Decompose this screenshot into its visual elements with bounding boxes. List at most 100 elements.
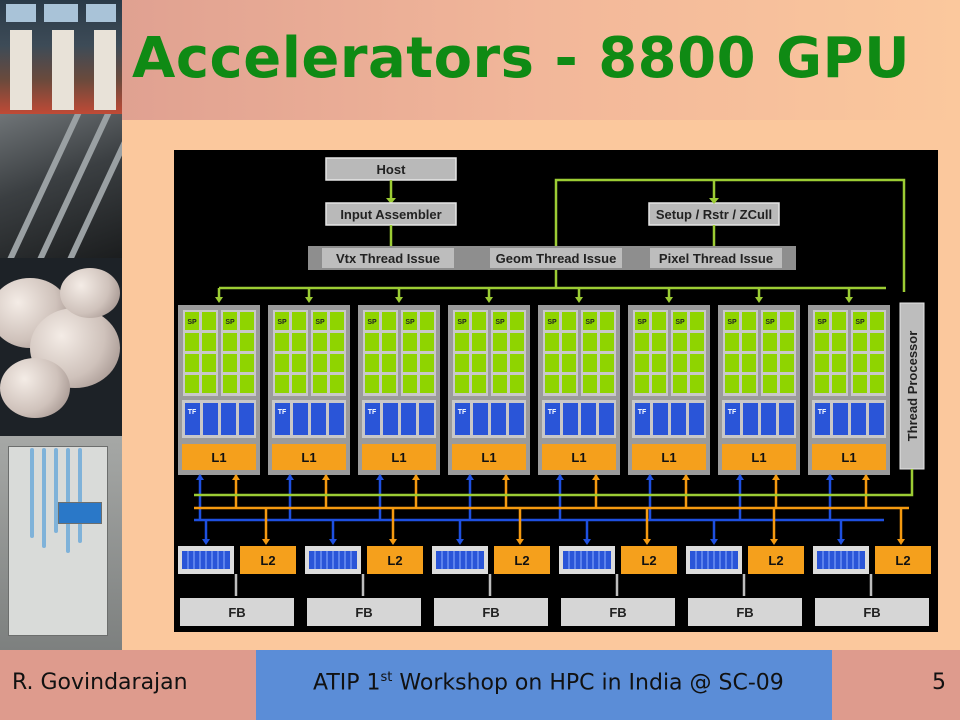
- tf-cell: [671, 403, 686, 435]
- sp-label: SP: [457, 319, 467, 326]
- photo-strip: [0, 0, 122, 650]
- tf-label: TF: [638, 409, 647, 416]
- sp-cell: [815, 375, 829, 393]
- sp-cell: [223, 333, 237, 351]
- sp-cell: [202, 312, 216, 330]
- tf-label: TF: [188, 409, 197, 416]
- sp-cell: [583, 333, 597, 351]
- fb-block: [815, 598, 929, 626]
- l1-label: L1: [211, 450, 226, 465]
- l2-cache: [875, 546, 931, 574]
- l2-cache: [367, 546, 423, 574]
- sp-label: SP: [675, 319, 685, 326]
- tf-cell: [419, 403, 434, 435]
- sp-cell: [763, 375, 777, 393]
- l2-cache: [621, 546, 677, 574]
- sp-cell: [673, 333, 687, 351]
- sp-cell: [382, 375, 396, 393]
- l1-cache: [812, 444, 886, 470]
- tf-cell: [239, 403, 254, 435]
- sp-cell: [725, 375, 739, 393]
- sp-cell: [780, 375, 794, 393]
- gpu-architecture-diagram: Host Input Assembler Setup / Rstr / ZCul…: [174, 150, 938, 632]
- sp-cell: [815, 333, 829, 351]
- fb-block: [688, 598, 802, 626]
- tf-cell: [221, 403, 236, 435]
- geom-thread-issue-label: Geom Thread Issue: [496, 251, 617, 266]
- workshop-title: ATIP 1st Workshop on HPC in India @ SC-0…: [313, 670, 784, 696]
- sp-cell: [545, 375, 559, 393]
- tf-cell: [581, 403, 596, 435]
- tf-cell: [689, 403, 704, 435]
- sp-cell: [185, 354, 199, 372]
- sp-cell: [330, 354, 344, 372]
- sp-cell: [510, 312, 524, 330]
- l2-label: L2: [514, 553, 529, 568]
- sp-cell: [420, 333, 434, 351]
- sp-cell: [472, 354, 486, 372]
- sp-cell: [870, 333, 884, 351]
- sp-cell: [562, 312, 576, 330]
- l2-label: L2: [387, 553, 402, 568]
- sp-cell: [365, 375, 379, 393]
- sp-cell: [403, 333, 417, 351]
- fb-block: [561, 598, 675, 626]
- l1-cache: [272, 444, 346, 470]
- sp-cell: [472, 312, 486, 330]
- l1-label: L1: [391, 450, 406, 465]
- sp-cell: [455, 333, 469, 351]
- sp-cell: [510, 354, 524, 372]
- footer: R. Govindarajan ATIP 1st Workshop on HPC…: [0, 650, 960, 720]
- tf-cell: [455, 403, 470, 435]
- l1-label: L1: [571, 450, 586, 465]
- l1-cache: [182, 444, 256, 470]
- sp-cell: [223, 312, 237, 330]
- vtx-thread-issue-box: [322, 248, 454, 268]
- sp-cell: [455, 354, 469, 372]
- sp-cell: [870, 354, 884, 372]
- sp-cell: [832, 312, 846, 330]
- sp-cell: [725, 333, 739, 351]
- tf-cell: [383, 403, 398, 435]
- sp-cell: [583, 354, 597, 372]
- sp-cell: [780, 354, 794, 372]
- sp-cell: [365, 354, 379, 372]
- fb-label: FB: [228, 605, 245, 620]
- sp-cell: [763, 354, 777, 372]
- sp-cell: [292, 333, 306, 351]
- sp-cell: [725, 354, 739, 372]
- sp-label: SP: [367, 319, 377, 326]
- sp-cell: [600, 312, 614, 330]
- sp-cell: [365, 312, 379, 330]
- page-title: Accelerators - 8800 GPU: [132, 26, 911, 91]
- vtx-thread-issue-label: Vtx Thread Issue: [336, 251, 440, 266]
- l2-label: L2: [260, 553, 275, 568]
- photo-supercomputer-rows: [0, 114, 122, 258]
- setup-label: Setup / Rstr / ZCull: [656, 207, 772, 222]
- sp-cell: [763, 333, 777, 351]
- sp-cell: [493, 312, 507, 330]
- tf-cell: [473, 403, 488, 435]
- sp-cell: [600, 333, 614, 351]
- sp-cell: [403, 354, 417, 372]
- sp-cell: [780, 312, 794, 330]
- sp-cell: [780, 333, 794, 351]
- sp-label: SP: [315, 319, 325, 326]
- sp-cell: [455, 375, 469, 393]
- sp-cell: [313, 375, 327, 393]
- fb-label: FB: [863, 605, 880, 620]
- sp-cell: [673, 375, 687, 393]
- sp-cell: [202, 333, 216, 351]
- l1-label: L1: [661, 450, 676, 465]
- l2-label: L2: [895, 553, 910, 568]
- tf-cell: [833, 403, 848, 435]
- sp-cell: [455, 312, 469, 330]
